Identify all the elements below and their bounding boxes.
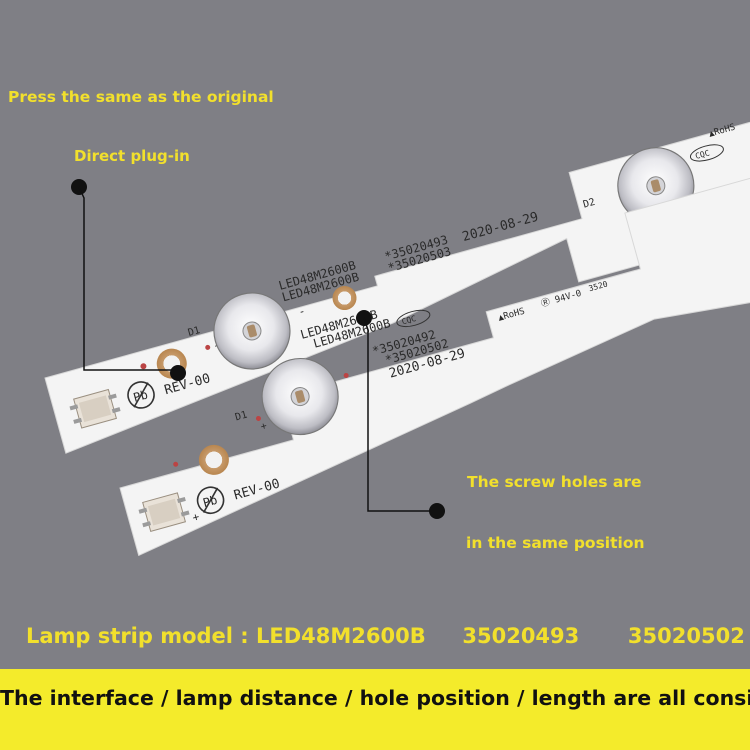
label-screw-holes-1: The screw holes are bbox=[467, 473, 642, 491]
lower-cqc-text: CQC bbox=[401, 314, 418, 327]
callout-dot-hole bbox=[170, 365, 186, 381]
lower-screw-hole-left bbox=[198, 444, 229, 475]
svg-text:+: + bbox=[260, 421, 269, 433]
upper-pcb-board bbox=[44, 118, 750, 454]
upper-pb-logo: Pb bbox=[127, 381, 155, 409]
lower-led-lens-d1 bbox=[261, 357, 339, 436]
upper-connector bbox=[69, 388, 121, 429]
label-press-same: Press the same as the original bbox=[8, 88, 274, 106]
upper-pad bbox=[332, 286, 357, 311]
label-screw-holes-2: in the same position bbox=[466, 534, 645, 552]
lower-cqc-badge: CQC bbox=[396, 309, 431, 328]
lower-connector bbox=[138, 492, 190, 532]
upper-led-lens-d1 bbox=[213, 292, 291, 370]
lamp-strip-model-line: Lamp strip model : LED48M2600B 35020493 … bbox=[26, 624, 745, 648]
callout-screw-holes bbox=[356, 310, 445, 519]
lower-led-strip: + Pb REV-00 D1 + LED48M2600B LED48M2600B bbox=[119, 159, 750, 557]
callout-dot-end bbox=[429, 503, 445, 519]
model-prefix: Lamp strip model : LED48M2600B bbox=[26, 624, 426, 648]
upper-pb-text: Pb bbox=[132, 387, 150, 404]
model-code-b: 35020502 bbox=[627, 624, 745, 648]
lower-pb-text: Pb bbox=[201, 493, 219, 510]
footer-band bbox=[0, 669, 750, 750]
label-direct-plug: Direct plug-in bbox=[74, 147, 190, 165]
lower-d1-text: D1 bbox=[234, 410, 249, 424]
upper-cqc-badge: CQC bbox=[689, 144, 724, 162]
svg-text:+: + bbox=[191, 510, 201, 524]
upper-d1-text: D1 bbox=[187, 325, 202, 339]
svg-text:-: - bbox=[297, 304, 307, 318]
callout-direct-plug bbox=[71, 179, 186, 381]
footer-consistency-text: The interface / lamp distance / hole pos… bbox=[0, 686, 750, 710]
model-code-a: 35020493 bbox=[462, 624, 580, 648]
lower-pb-logo: Pb bbox=[196, 486, 225, 515]
upper-d2-text: D2 bbox=[582, 197, 597, 211]
upper-cqc-text: CQC bbox=[694, 148, 711, 161]
